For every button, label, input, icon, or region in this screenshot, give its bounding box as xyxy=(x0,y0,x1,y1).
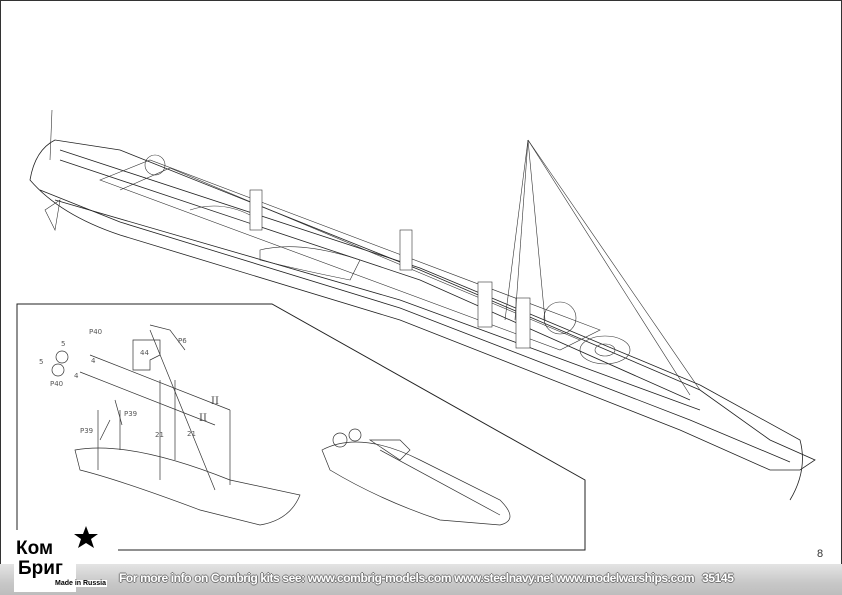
logo-tagline: Made in Russia xyxy=(54,580,107,587)
label-44: 44 xyxy=(140,349,149,357)
label-4-b: 4 xyxy=(74,372,79,380)
label-roman-b: II xyxy=(199,413,207,424)
label-5-b: 5 xyxy=(39,358,43,366)
stern-detail-1 xyxy=(51,324,301,526)
ship-hull xyxy=(29,139,816,501)
label-p39-a: P39 xyxy=(124,410,137,418)
label-4-a: 4 xyxy=(91,357,96,365)
detail-box xyxy=(16,303,586,551)
footer-info-text: For more info on Combrig kits see: www.c… xyxy=(119,571,695,585)
label-p40-a: P40 xyxy=(89,328,102,336)
page-number: 8 xyxy=(817,548,824,560)
logo-line1: Ком xyxy=(16,538,53,559)
logo-line2: Бриг xyxy=(18,558,63,579)
stern-detail-2 xyxy=(321,428,511,526)
star-icon xyxy=(74,526,98,548)
ship-deck-details xyxy=(44,109,701,396)
label-p40-b: P40 xyxy=(50,380,63,388)
label-21-a: 21 xyxy=(155,431,164,439)
label-21-b: 21 xyxy=(187,430,196,438)
footer-bar xyxy=(0,564,842,595)
footer-info: For more info on Combrig kits see: www.c… xyxy=(119,571,834,585)
kit-number: 35145 xyxy=(702,571,734,585)
label-p6: P6 xyxy=(178,337,187,345)
label-5-a: 5 xyxy=(61,340,65,348)
label-p39-b: P39 xyxy=(80,427,93,435)
label-roman-a: II xyxy=(211,396,219,407)
